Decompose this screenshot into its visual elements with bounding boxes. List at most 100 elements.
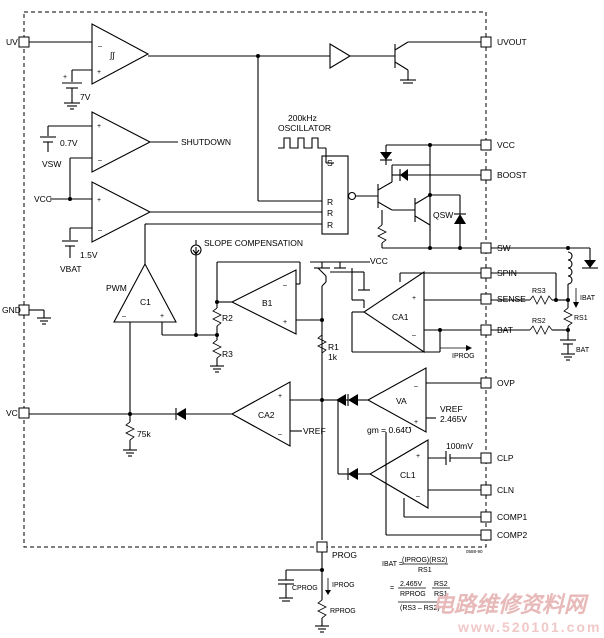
svg-text:VREF: VREF <box>303 426 326 436</box>
svg-text:CA1: CA1 <box>392 312 409 322</box>
svg-text:VA: VA <box>396 396 407 406</box>
svg-text:+: + <box>278 393 282 400</box>
resistor-r2: R2 <box>212 307 233 327</box>
svg-text:2.465V: 2.465V <box>400 581 423 588</box>
uv-comparator: – + ∫∫ <box>91 23 150 85</box>
diode-ca2 <box>175 408 186 420</box>
svg-text:IPROG: IPROG <box>332 582 355 589</box>
svg-text:–: – <box>278 431 282 438</box>
pin-clp: CLP <box>480 452 514 464</box>
current-mirror: VCC <box>310 256 388 308</box>
svg-text:R1: R1 <box>328 342 339 352</box>
svg-text:VCC: VCC <box>370 256 388 266</box>
svg-text:RS1: RS1 <box>574 315 588 322</box>
svg-text:COMP1: COMP1 <box>497 512 528 522</box>
pin-prog: PROG <box>316 541 357 560</box>
driver-stage: QSW <box>356 143 481 250</box>
svg-text:CPROG: CPROG <box>292 585 318 592</box>
svg-text:CA2: CA2 <box>258 410 275 420</box>
svg-text:100mV: 100mV <box>446 441 473 451</box>
ref-7v: + 7V <box>62 69 92 110</box>
shutdown-comparator: + – SHUTDOWN <box>91 111 231 173</box>
svg-text:CL1: CL1 <box>400 470 416 480</box>
svg-text:∫∫: ∫∫ <box>109 50 115 60</box>
svg-text:VCC: VCC <box>497 140 515 150</box>
prog-external: CPROG IPROG RPROG <box>278 552 356 633</box>
svg-text:–: – <box>98 43 102 50</box>
pin-vcc: VCC <box>480 139 515 151</box>
svg-text:+: + <box>160 313 164 320</box>
svg-text:CLN: CLN <box>497 485 514 495</box>
svg-text:R: R <box>327 208 333 218</box>
amplifier-b1: B1 – + <box>230 269 297 335</box>
ic-boundary <box>23 11 487 548</box>
svg-text:OSCILLATOR: OSCILLATOR <box>278 123 331 133</box>
svg-text:=: = <box>390 585 394 592</box>
figure-code: 0588-90 <box>466 549 483 554</box>
pin-ovp: OVP <box>480 377 515 389</box>
pin-uvout: UVOUT <box>480 36 527 48</box>
resistor-r3: R3 <box>210 339 233 373</box>
pwm-comparator-c1: PWM C1 – + <box>106 262 177 323</box>
pin-gnd: GND <box>2 304 30 316</box>
svg-text:S: S <box>327 158 333 168</box>
svg-text:GND: GND <box>2 305 21 315</box>
amplifier-cl1: CL1 + – <box>368 439 429 509</box>
svg-text:–: – <box>416 493 420 500</box>
svg-text:VSW: VSW <box>42 159 61 169</box>
watermark-url: www.520101.com <box>457 619 601 635</box>
external-network: RS3 RS1 RS2 IBAT BAT <box>491 246 598 361</box>
svg-text:SENSE: SENSE <box>497 294 526 304</box>
svg-text:B1: B1 <box>262 298 273 308</box>
svg-text:RS2: RS2 <box>434 581 448 588</box>
amplifier-ca1: CA1 + – <box>363 270 425 354</box>
svg-text:SHUTDOWN: SHUTDOWN <box>181 137 231 147</box>
svg-text:COMP2: COMP2 <box>497 530 528 540</box>
svg-text:PROG: PROG <box>332 550 357 560</box>
ref-1.5v: 1.5V VBAT <box>60 227 98 274</box>
svg-text:RS2: RS2 <box>532 318 546 325</box>
svg-text:RS1: RS1 <box>434 591 448 598</box>
svg-text:UV: UV <box>6 37 18 47</box>
pin-vc: VC <box>6 407 30 419</box>
svg-text:+: + <box>412 295 416 302</box>
svg-text:7V: 7V <box>80 92 91 102</box>
slope-compensation: SLOPE COMPENSATION <box>190 238 303 262</box>
watermark-cn: 电路维修资料网 <box>432 592 589 617</box>
resistor-r1: R1 1k <box>317 334 339 362</box>
pin-uv: UV <box>6 36 30 48</box>
svg-text:R2: R2 <box>222 313 233 323</box>
svg-text:IBAT: IBAT <box>580 295 596 302</box>
svg-text:75k: 75k <box>137 429 151 439</box>
svg-text:2.465V: 2.465V <box>440 414 467 424</box>
sr-latch: S R R R <box>321 155 357 235</box>
gnd-symbol <box>29 309 51 325</box>
svg-text:IPROG: IPROG <box>452 353 475 360</box>
svg-text:–: – <box>412 332 416 339</box>
svg-text:CLP: CLP <box>497 453 514 463</box>
svg-text:BOOST: BOOST <box>497 170 527 180</box>
svg-text:+: + <box>97 197 101 204</box>
svg-text:–: – <box>98 157 102 164</box>
svg-text:+: + <box>63 74 67 81</box>
svg-text:+: + <box>283 319 287 326</box>
svg-text:SLOPE COMPENSATION: SLOPE COMPENSATION <box>204 238 303 248</box>
svg-text:BAT: BAT <box>576 347 590 354</box>
svg-text:R: R <box>327 197 333 207</box>
svg-text:gm = 0.64℧: gm = 0.64℧ <box>367 425 412 435</box>
svg-text:PWM: PWM <box>106 283 127 293</box>
pin-comp2: COMP2 <box>480 529 528 541</box>
svg-text:VBAT: VBAT <box>60 264 82 274</box>
ref-100mv: 100mV <box>445 441 481 465</box>
svg-text:VCC: VCC <box>34 194 52 204</box>
ref-0.7v: 0.7V VSW <box>40 125 92 169</box>
pin-comp1: COMP1 <box>480 511 528 523</box>
svg-text:0.7V: 0.7V <box>60 138 78 148</box>
svg-text:+: + <box>97 123 101 130</box>
pin-boost: BOOST <box>480 169 527 181</box>
svg-text:RPROG: RPROG <box>400 591 426 598</box>
svg-text:200kHz: 200kHz <box>288 113 317 123</box>
pin-cln: CLN <box>480 484 514 496</box>
svg-text:–: – <box>283 282 287 289</box>
